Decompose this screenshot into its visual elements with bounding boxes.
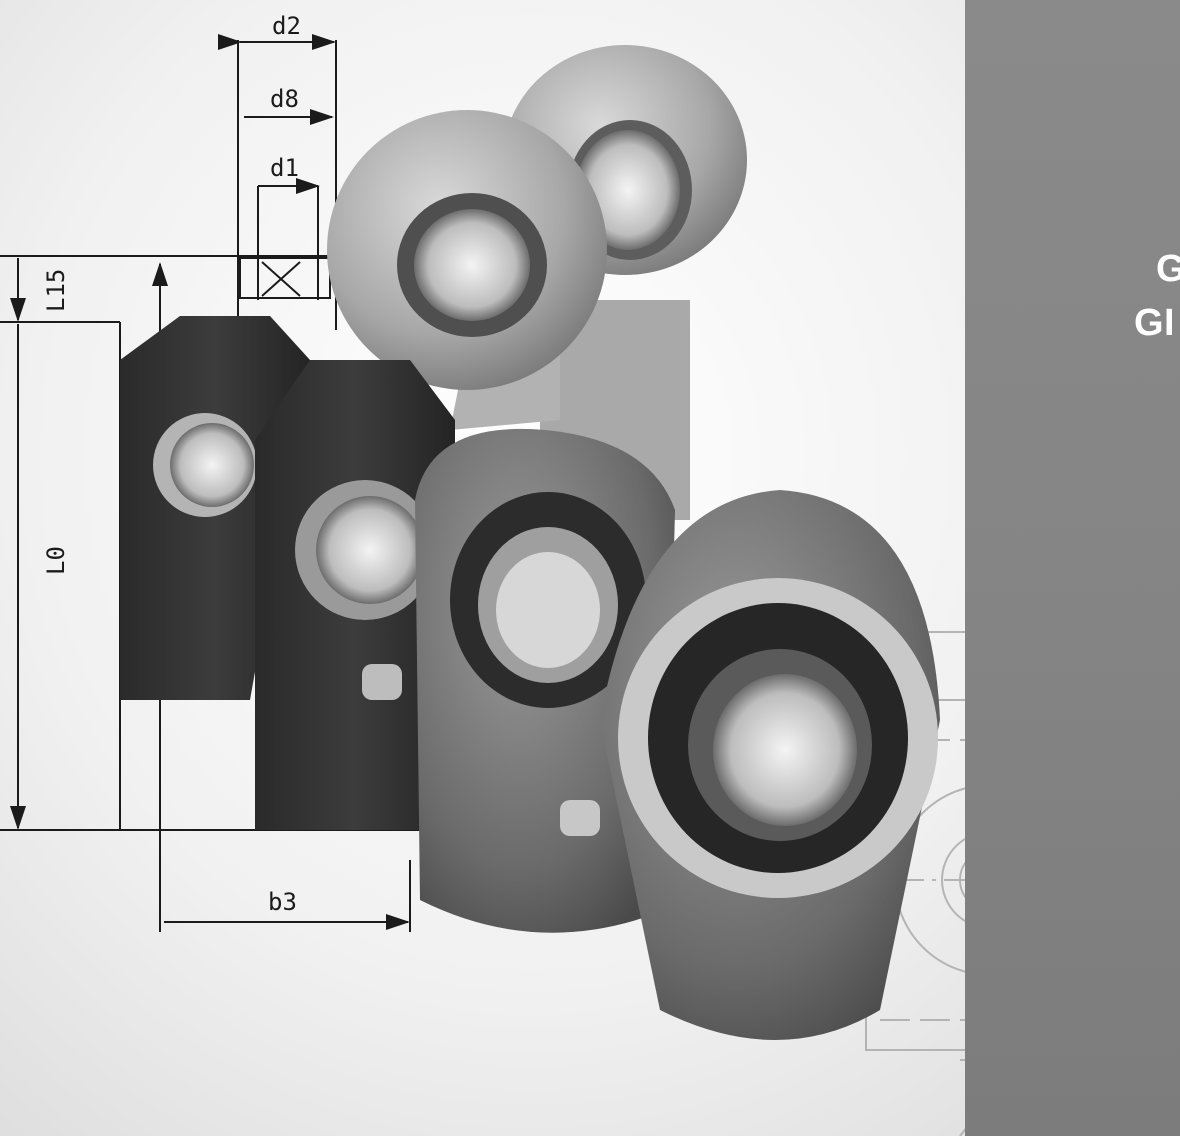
- dim-label-d8: d8: [270, 85, 299, 113]
- rod-end-cast-front: [600, 490, 940, 1040]
- dim-label-L0: L0: [42, 546, 70, 575]
- panel-title-line-1: G: [1156, 248, 1180, 290]
- dim-label-L15: L15: [42, 269, 70, 312]
- dim-label-b3: b3: [268, 888, 297, 916]
- black-clevis-right: [255, 360, 455, 830]
- rod-end-steel-front: [327, 110, 607, 430]
- rod-end-cast-middle: [415, 428, 675, 933]
- panel-title: G GI: [1134, 242, 1180, 350]
- dim-label-d1: d1: [270, 154, 299, 182]
- side-panel: [965, 0, 1180, 1136]
- dim-label-d2: d2: [272, 12, 301, 40]
- panel-title-line-2: GI: [1134, 302, 1176, 344]
